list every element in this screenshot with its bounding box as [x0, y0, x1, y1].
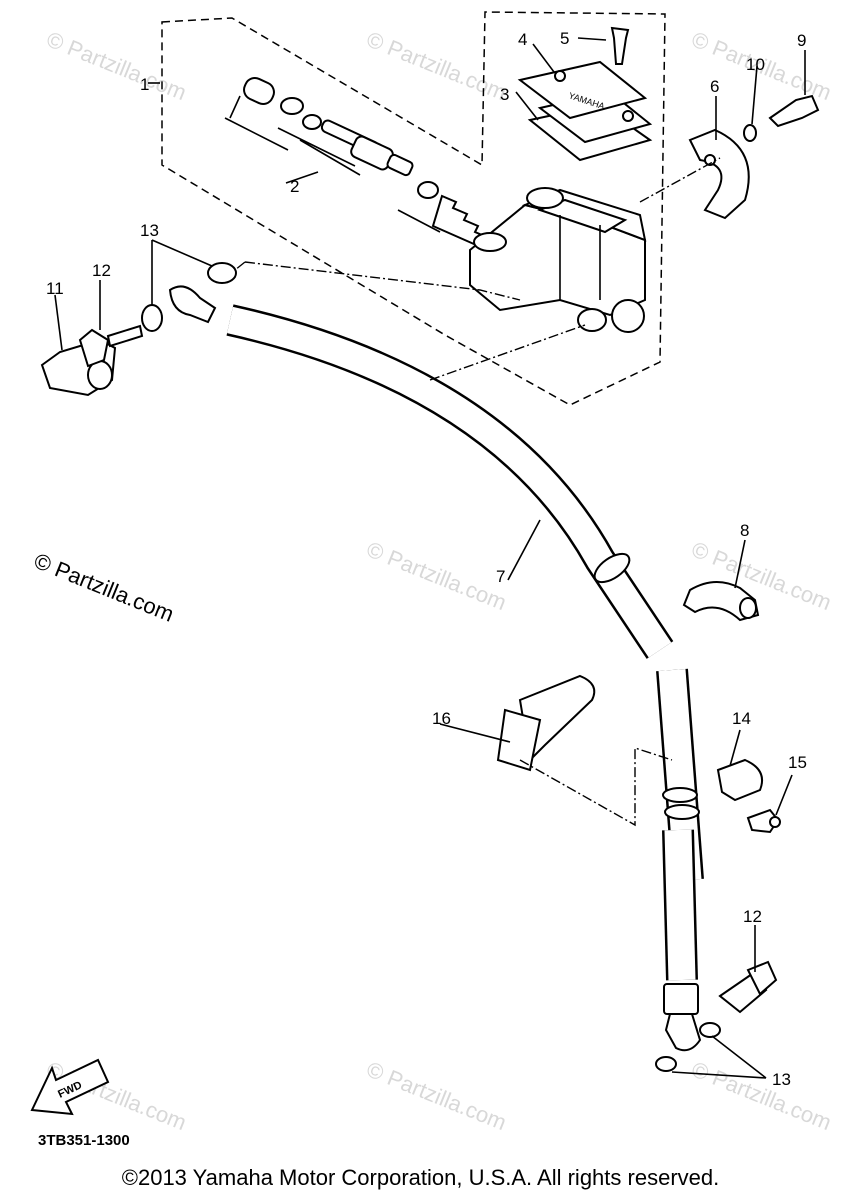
clamp-bolt-group	[743, 94, 820, 142]
brake-hose	[226, 304, 704, 1052]
callout-8: 8	[740, 521, 749, 540]
callout-10: 10	[746, 55, 765, 74]
callout-4: 4	[518, 30, 527, 49]
master-cylinder-body	[469, 187, 647, 333]
reservoir-cover-group: YAMAHA	[517, 26, 653, 162]
watermark-text: © Partzilla.com	[363, 536, 510, 615]
hose-guide-bracket	[496, 674, 596, 772]
callout-13: 13	[140, 221, 159, 240]
forward-arrow-icon: FWD	[30, 1058, 110, 1116]
copyright-notice: ©2013 Yamaha Motor Corporation, U.S.A. A…	[121, 1165, 720, 1190]
callout-15: 15	[788, 753, 807, 772]
callout-12: 12	[92, 261, 111, 280]
callout-12: 12	[743, 907, 762, 926]
callout-7: 7	[496, 567, 505, 586]
handlebar-clamp-group	[688, 128, 750, 220]
watermark-text: © Partzilla.com	[363, 1056, 510, 1135]
watermark-text: © Partzilla.com	[43, 26, 190, 105]
callout-14: 14	[732, 709, 751, 728]
callout-11: 11	[46, 279, 64, 298]
callout-6: 6	[710, 77, 719, 96]
callout-2: 2	[290, 177, 299, 196]
callout-9: 9	[797, 31, 806, 50]
callout-13: 13	[772, 1070, 791, 1089]
assembly-boundary	[161, 11, 666, 406]
upper-union-group	[40, 262, 237, 397]
hose-clamp-lower	[716, 758, 781, 834]
leader-lines	[54, 37, 806, 1079]
watermark-text: © Partzilla.com	[688, 1056, 835, 1135]
callout-3: 3	[500, 85, 509, 104]
callouts: 1 2 3 4 5 6 7 8 9 10 11 12 12 13 13 14 1…	[46, 29, 807, 1089]
callout-1: 1	[140, 75, 149, 94]
piston-kit-group	[224, 76, 491, 250]
callout-16: 16	[432, 709, 451, 728]
diagram-code: 3TB351-1300	[38, 1132, 130, 1149]
watermark-text: © Partzilla.com	[363, 26, 510, 105]
callout-5: 5	[560, 29, 569, 48]
hose-clamp-upper	[682, 581, 760, 622]
